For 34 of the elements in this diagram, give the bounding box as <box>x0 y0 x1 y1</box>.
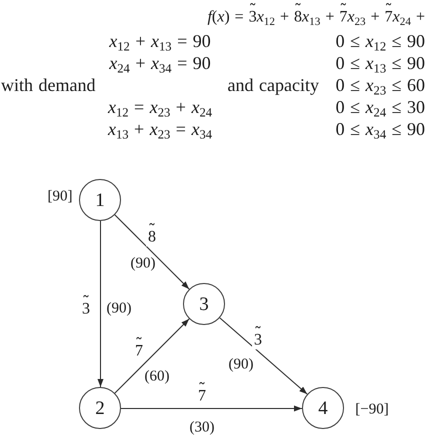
node-number: 1 <box>95 190 105 210</box>
flow-arrow <box>114 318 190 394</box>
capacity-label: (90) <box>228 356 254 374</box>
node-number: 4 <box>318 398 328 418</box>
cost-label: 8̃ <box>146 221 158 247</box>
node-number: 3 <box>199 294 209 314</box>
demand-equation: x$_{12}$ + x$_{13}$ = 90 <box>109 30 211 52</box>
objective-function: f(x) = 3̃x$_{12}$ + 8̃x$_{13}$ + 7̃x$_{23}$ + 7̃x$_{24}$ + <box>207 2 425 28</box>
node-circle <box>79 387 121 429</box>
node-circle <box>302 387 344 429</box>
flow-arrow <box>98 220 104 388</box>
node-circle <box>79 179 121 221</box>
balance-equation: x$_{13}$ + x$_{23}$ = x$_{34}$ <box>108 118 212 140</box>
constraint-caption: and capacity <box>228 74 319 96</box>
flow-arrow <box>114 214 190 290</box>
constraint-caption: with demand <box>1 74 96 96</box>
flow-arrow <box>120 406 302 412</box>
capacity-label: (90) <box>130 254 156 274</box>
node-number: 2 <box>95 398 105 418</box>
supply-label: [90] <box>48 188 72 206</box>
balance-equation: x$_{12}$ = x$_{23}$ + x$_{24}$ <box>108 96 212 118</box>
capacity-constraint: 0 ≤ x$_{12}$ ≤ 90 <box>336 30 425 52</box>
demand-equation: x$_{24}$ + x$_{34}$ = 90 <box>109 52 211 74</box>
capacity-label: (30) <box>190 418 214 438</box>
capacity-constraint: 0 ≤ x$_{24}$ ≤ 30 <box>336 96 425 118</box>
capacity-label: (90) <box>106 300 132 318</box>
flow-arrow <box>219 317 308 395</box>
cost-label: 3̃ <box>252 324 264 350</box>
capacity-constraint: 0 ≤ x$_{13}$ ≤ 90 <box>336 52 425 74</box>
capacity-constraint: 0 ≤ x$_{23}$ ≤ 60 <box>336 74 425 96</box>
capacity-label: (60) <box>144 368 170 386</box>
capacity-constraint: 0 ≤ x$_{34}$ ≤ 90 <box>336 118 425 140</box>
node-circle <box>183 283 225 325</box>
demand-label: [−90] <box>355 400 389 420</box>
